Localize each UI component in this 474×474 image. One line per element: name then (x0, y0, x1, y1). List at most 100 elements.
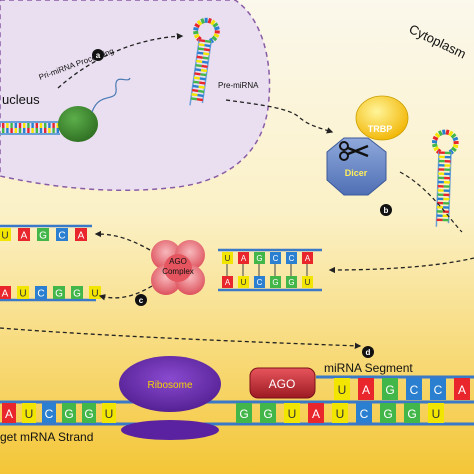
base-tick (437, 193, 444, 196)
base-tick (203, 52, 210, 56)
base-box (454, 378, 470, 400)
base-letter: G (84, 407, 93, 421)
base-tick (443, 189, 450, 193)
base-tick (27, 128, 30, 133)
base-tick (444, 176, 451, 180)
base-letter: C (410, 383, 419, 397)
base-tick (434, 132, 441, 139)
ago-complex: AGO Complex (151, 240, 205, 295)
base-tick (39, 123, 43, 128)
step-a-badge: a (92, 49, 104, 61)
base-letter: G (55, 289, 63, 300)
base-tick (438, 168, 445, 171)
base-letter: U (1, 231, 8, 242)
base-letter: A (305, 254, 311, 263)
base-box (37, 228, 49, 241)
base-tick (445, 129, 450, 135)
base-tick (436, 214, 443, 217)
base-box (260, 403, 276, 423)
base-tick (2, 128, 5, 133)
base-tick (196, 36, 202, 42)
base-tick (448, 130, 454, 137)
base-letter: G (288, 278, 294, 287)
base-tick (204, 17, 208, 23)
base-tick (438, 155, 445, 159)
base-tick (438, 164, 445, 167)
step-c-badge: c (135, 294, 147, 306)
base-tick (213, 33, 220, 38)
base-tick (198, 38, 206, 43)
trbp-label: TRBP (368, 124, 393, 134)
base-tick (193, 26, 199, 31)
base-letter: A (225, 278, 231, 287)
base-tick (452, 136, 459, 142)
base-box (380, 403, 396, 423)
base-box (286, 252, 297, 264)
base-box (270, 276, 281, 288)
base-box (332, 403, 348, 423)
base-tick (196, 19, 203, 26)
base-tick (451, 146, 457, 152)
base-tick (197, 47, 205, 51)
base-box (71, 286, 83, 299)
ago-label: AGO (269, 377, 296, 391)
base-letter: U (432, 407, 441, 421)
base-box (302, 276, 313, 288)
base-tick (196, 59, 203, 63)
base-letter: G (64, 407, 73, 421)
base-tick (10, 128, 13, 133)
base-tick (431, 140, 438, 144)
base-tick (436, 210, 443, 213)
base-tick (197, 93, 204, 98)
base-tick (444, 155, 451, 159)
base-tick (198, 43, 205, 47)
polymerase-protein (58, 106, 98, 142)
base-box (22, 403, 36, 423)
base-tick (52, 123, 55, 128)
base-letter: U (19, 289, 26, 300)
base-box (254, 276, 265, 288)
step-d-badge: d (362, 346, 374, 358)
base-tick (193, 30, 199, 35)
base-tick (196, 98, 204, 102)
base-box (75, 228, 87, 241)
base-letter: A (5, 407, 13, 421)
base-letter: A (78, 231, 85, 242)
base-tick (48, 128, 51, 133)
base-tick (438, 151, 445, 155)
base-box (222, 276, 233, 288)
base-tick (207, 17, 212, 24)
base-tick (204, 39, 212, 44)
base-tick (6, 123, 9, 128)
base-tick (44, 123, 47, 128)
pri-mirna-strand (0, 121, 60, 135)
base-box (238, 252, 249, 264)
base-tick (437, 189, 444, 192)
base-tick (194, 68, 202, 72)
ribosome-large-subunit (119, 356, 221, 412)
base-box (56, 228, 68, 241)
base-box (53, 286, 65, 299)
nucleus-membrane (0, 0, 271, 191)
base-tick (48, 123, 51, 128)
ago-to-lower-arrow (98, 285, 153, 301)
base-tick (200, 18, 205, 24)
svg-text:b: b (384, 206, 389, 215)
base-tick (443, 185, 450, 188)
base-tick (433, 146, 440, 152)
base-tick (444, 151, 451, 155)
base-tick (191, 88, 199, 93)
base-box (286, 276, 297, 288)
base-box (430, 378, 446, 400)
base-box (270, 252, 281, 264)
base-letter: C (360, 407, 369, 421)
base-box (382, 378, 398, 400)
base-letter: G (272, 278, 278, 287)
base-tick (14, 128, 17, 133)
base-box (238, 276, 249, 288)
nucleus-label: ucleus (2, 92, 40, 107)
